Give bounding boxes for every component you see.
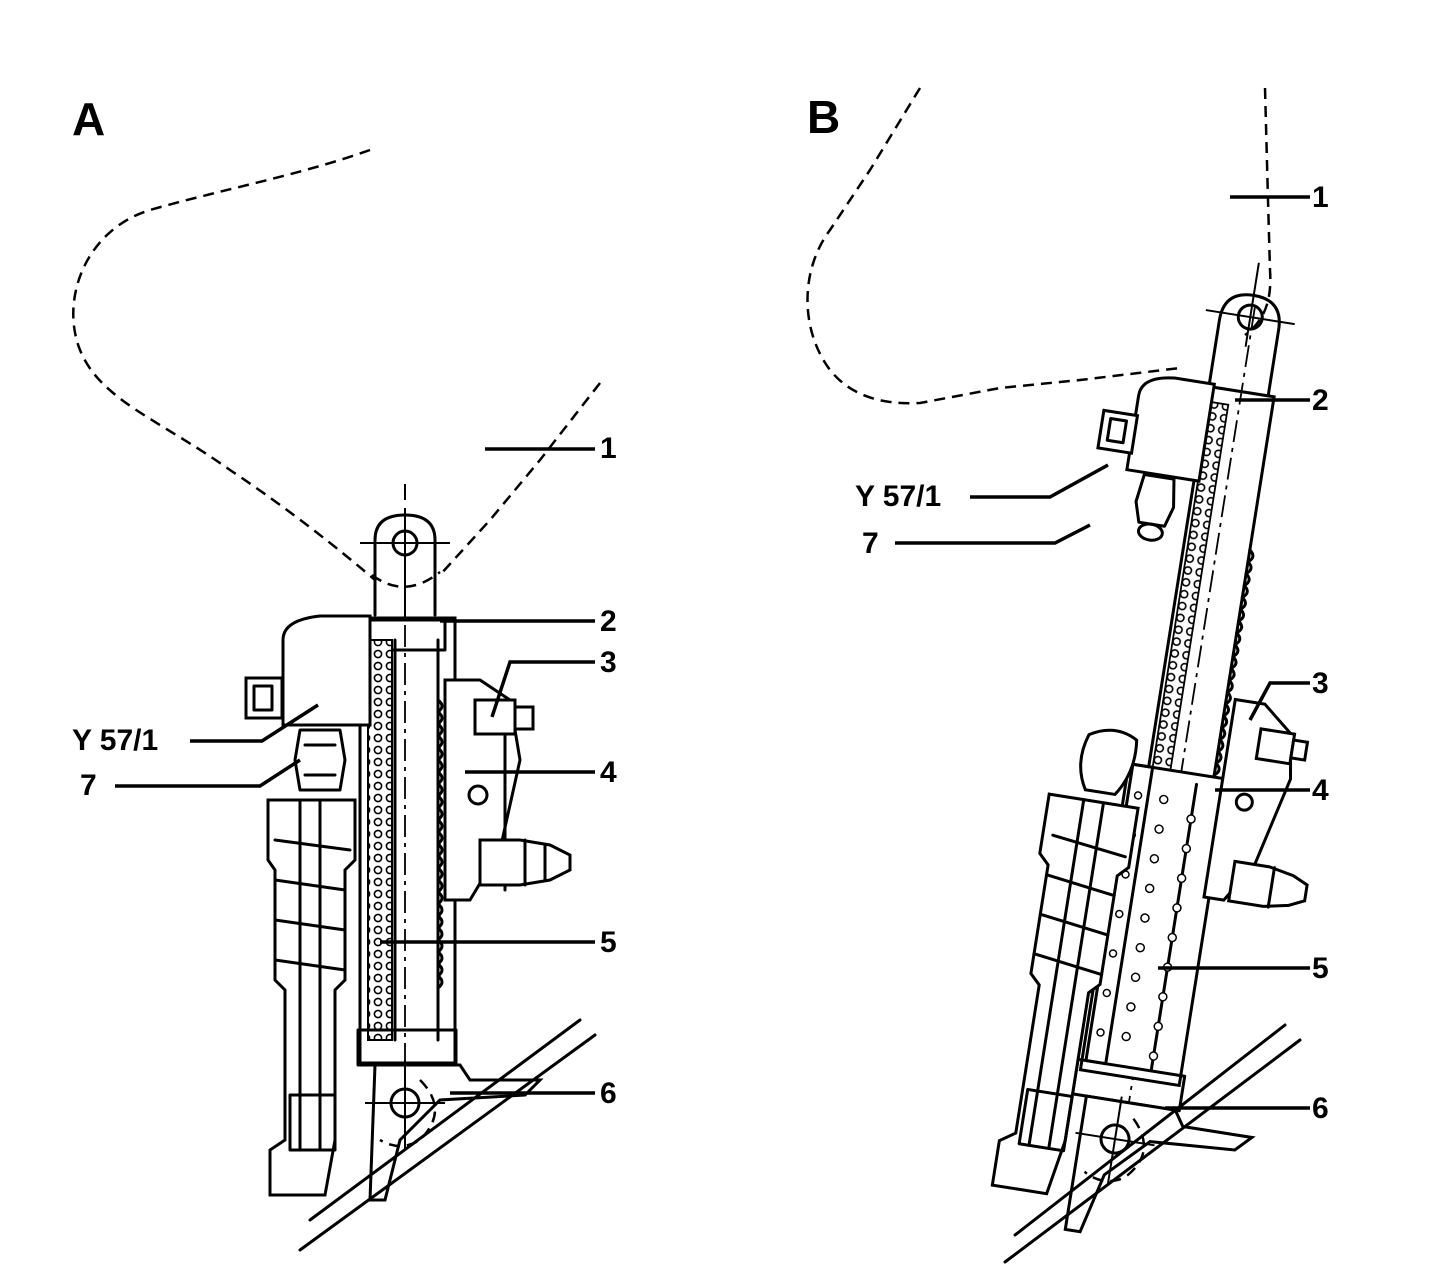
panel-a-callout-5: 5 xyxy=(600,926,617,959)
panel-b-callout-3: 3 xyxy=(1312,667,1329,700)
panel-b-callout-y57-1: Y 57/1 xyxy=(855,480,941,513)
panel-a-callout-2: 2 xyxy=(600,605,617,638)
panel-a-callout-6: 6 xyxy=(600,1077,617,1110)
panel-b-rod-eye xyxy=(1205,262,1295,403)
panel-a-callout-y57-1: Y 57/1 xyxy=(72,724,158,757)
panel-b-callout-6: 6 xyxy=(1312,1092,1329,1125)
panel-a-rod-eye xyxy=(360,484,450,625)
panel-a-callout-3: 3 xyxy=(600,646,617,679)
panel-b-base xyxy=(1063,1094,1256,1234)
panel-a-leaders xyxy=(115,447,595,1095)
panel-a: A xyxy=(72,93,617,1252)
panel-b-cable-housing xyxy=(990,728,1140,1196)
panel-a-latch-bracket xyxy=(443,678,572,902)
panel-a-callout-1: 1 xyxy=(600,432,617,465)
panel-b-tilted-assembly xyxy=(1063,262,1310,1234)
panel-b-callout-1: 1 xyxy=(1312,181,1329,214)
panel-b-latch-bracket xyxy=(1202,697,1310,909)
panel-a-label: A xyxy=(72,93,105,145)
panel-b-label: B xyxy=(807,91,840,143)
panel-b-solenoid xyxy=(1096,376,1217,542)
panel-b-callout-7: 7 xyxy=(862,527,879,560)
panel-b-callout-5: 5 xyxy=(1312,952,1329,985)
panel-a-cylinder xyxy=(356,616,458,1150)
panel-b-callout-2: 2 xyxy=(1312,384,1329,417)
panel-a-solenoid xyxy=(244,614,372,792)
panel-a-base xyxy=(298,1018,597,1252)
panel-a-callout-7: 7 xyxy=(80,769,97,802)
panel-b-callout-4: 4 xyxy=(1312,774,1329,807)
panel-b-leaders xyxy=(895,195,1310,1110)
panel-a-cable-housing xyxy=(266,798,357,1197)
panel-a-callout-4: 4 xyxy=(600,756,617,789)
panel-b-rail xyxy=(1003,1023,1302,1264)
panel-b: B xyxy=(806,87,1329,1264)
panel-b-dashed-outline xyxy=(806,87,1181,405)
panel-a-dashed-outline xyxy=(72,148,376,581)
